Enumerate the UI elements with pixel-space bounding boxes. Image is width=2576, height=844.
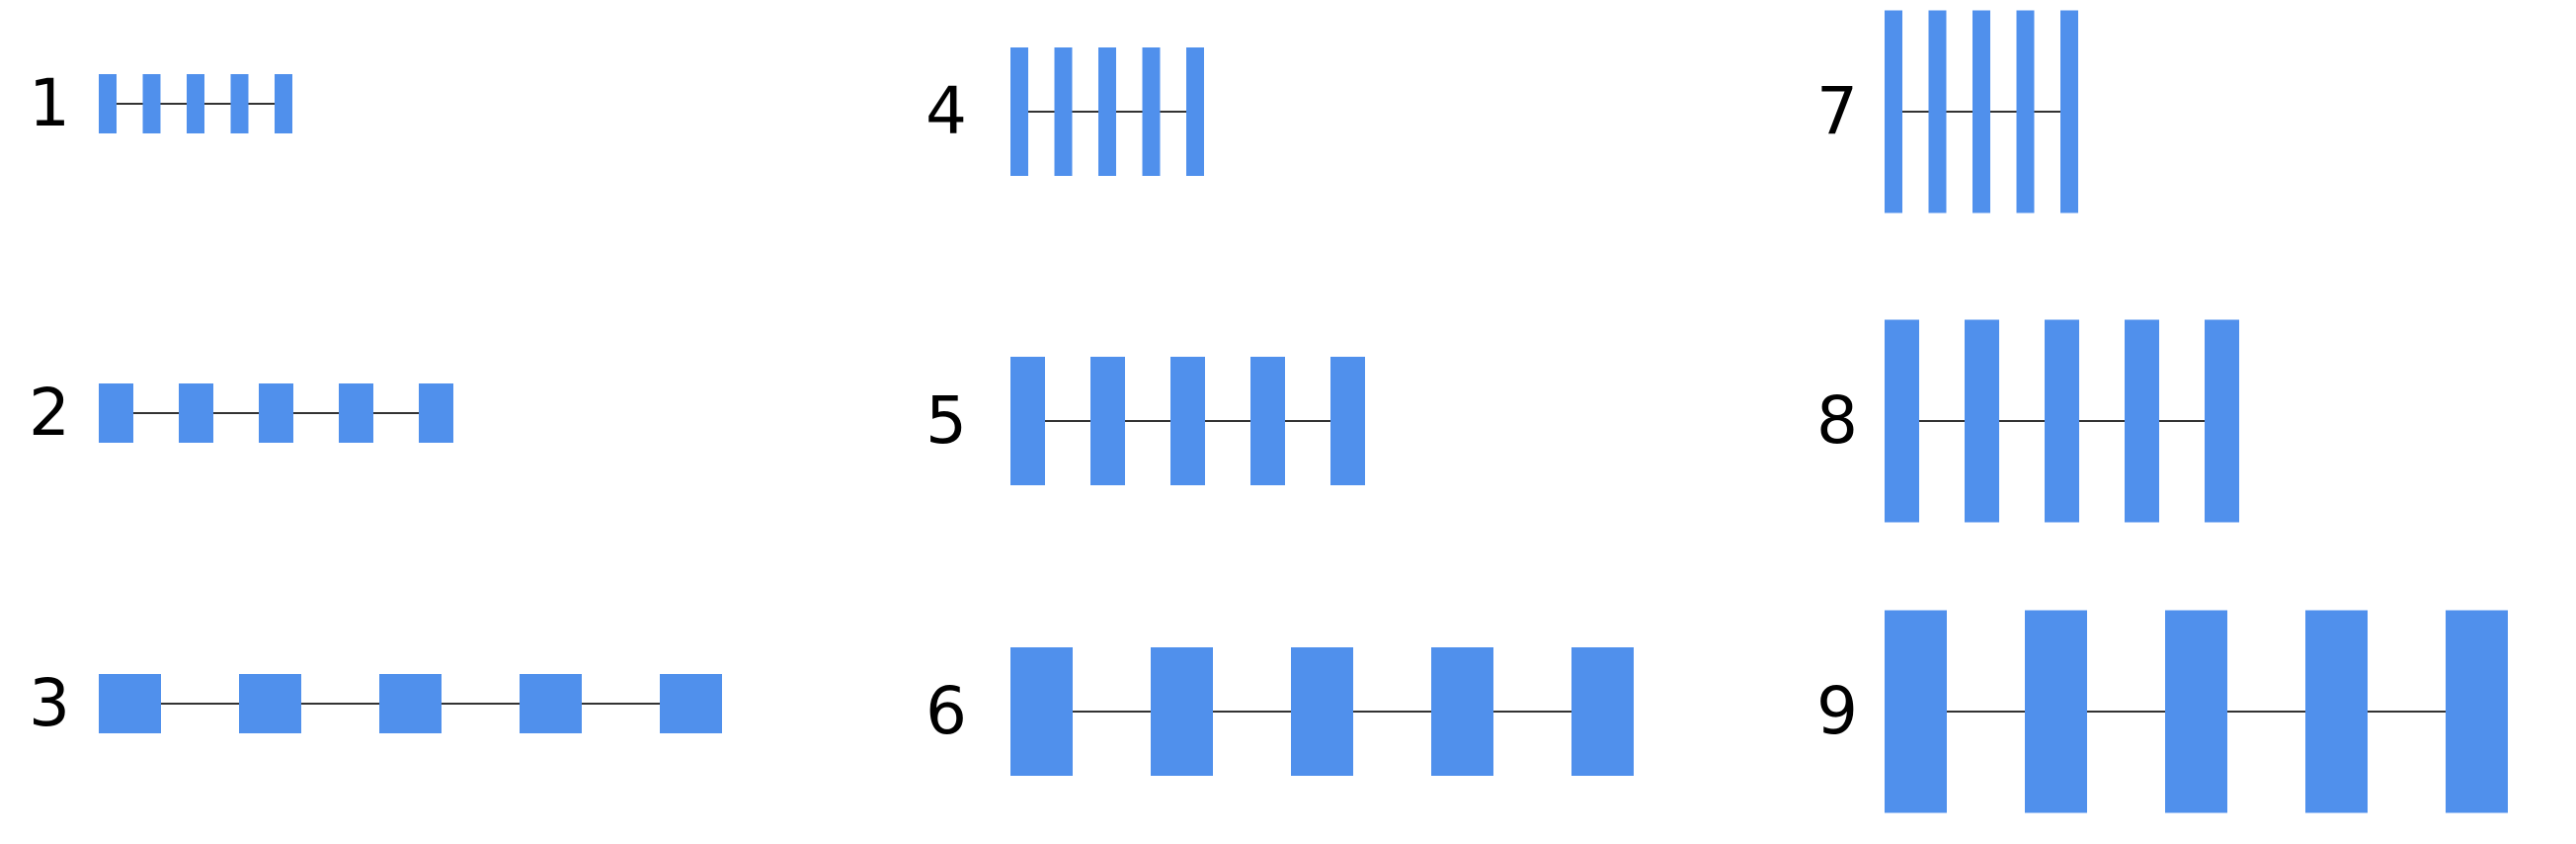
diagram-item-2: 2 (29, 375, 453, 451)
bar-3-1 (99, 674, 161, 733)
bar-1-4 (230, 74, 249, 133)
bar-4-2 (1054, 47, 1073, 176)
bar-4-5 (1186, 47, 1204, 176)
item-number-label: 5 (926, 382, 967, 459)
bar-5-4 (1250, 357, 1285, 485)
bar-6-1 (1010, 647, 1073, 776)
bar-2-5 (419, 383, 453, 443)
bar-7-5 (2060, 10, 2078, 213)
bar-2-2 (179, 383, 213, 443)
bar-5-2 (1090, 357, 1125, 485)
bar-4-4 (1142, 47, 1161, 176)
bar-4-1 (1010, 47, 1028, 176)
bar-6-5 (1571, 647, 1634, 776)
bar-2-4 (339, 383, 373, 443)
bar-9-5 (2446, 610, 2508, 813)
bar-8-3 (2045, 319, 2079, 523)
bar-9-2 (2025, 610, 2087, 813)
diagram-items: 1 2 3 4 5 6 7 8 9 (29, 10, 2508, 813)
bar-8-4 (2125, 319, 2159, 523)
item-number-label: 4 (926, 73, 967, 149)
diagram-item-1: 1 (29, 65, 292, 141)
item-number-label: 2 (29, 375, 70, 451)
bar-4-3 (1098, 47, 1116, 176)
bar-7-1 (1885, 10, 1902, 213)
diagram-item-5: 5 (926, 357, 1365, 485)
bar-3-3 (379, 674, 442, 733)
diagram-item-7: 7 (1816, 10, 2078, 213)
bar-3-4 (520, 674, 582, 733)
bar-7-3 (1972, 10, 1990, 213)
bar-8-2 (1965, 319, 1999, 523)
bar-5-1 (1010, 357, 1045, 485)
bar-7-2 (1928, 10, 1947, 213)
item-number-label: 9 (1816, 673, 1858, 749)
bar-1-5 (275, 74, 292, 133)
bar-6-2 (1151, 647, 1213, 776)
bar-1-1 (99, 74, 117, 133)
item-number-label: 6 (926, 673, 967, 749)
bar-7-4 (2016, 10, 2035, 213)
bar-6-4 (1431, 647, 1493, 776)
bar-2-3 (259, 383, 293, 443)
item-number-label: 1 (29, 65, 70, 141)
item-number-label: 7 (1816, 73, 1858, 149)
diagram-item-8: 8 (1816, 319, 2239, 523)
bar-3-2 (239, 674, 301, 733)
bar-9-4 (2305, 610, 2368, 813)
bar-1-3 (187, 74, 204, 133)
diagram-item-9: 9 (1816, 610, 2508, 813)
bar-9-1 (1885, 610, 1947, 813)
bar-2-1 (99, 383, 133, 443)
diagram-item-6: 6 (926, 647, 1634, 776)
bar-5-3 (1170, 357, 1205, 485)
bar-6-3 (1291, 647, 1353, 776)
bar-8-5 (2205, 319, 2239, 523)
bar-3-5 (660, 674, 722, 733)
bar-5-5 (1330, 357, 1365, 485)
item-number-label: 8 (1816, 382, 1858, 459)
bar-1-2 (142, 74, 161, 133)
bar-8-1 (1885, 319, 1919, 523)
diagram-item-3: 3 (29, 665, 722, 741)
bar-9-3 (2165, 610, 2227, 813)
item-number-label: 3 (29, 665, 70, 741)
diagram-item-4: 4 (926, 47, 1204, 176)
